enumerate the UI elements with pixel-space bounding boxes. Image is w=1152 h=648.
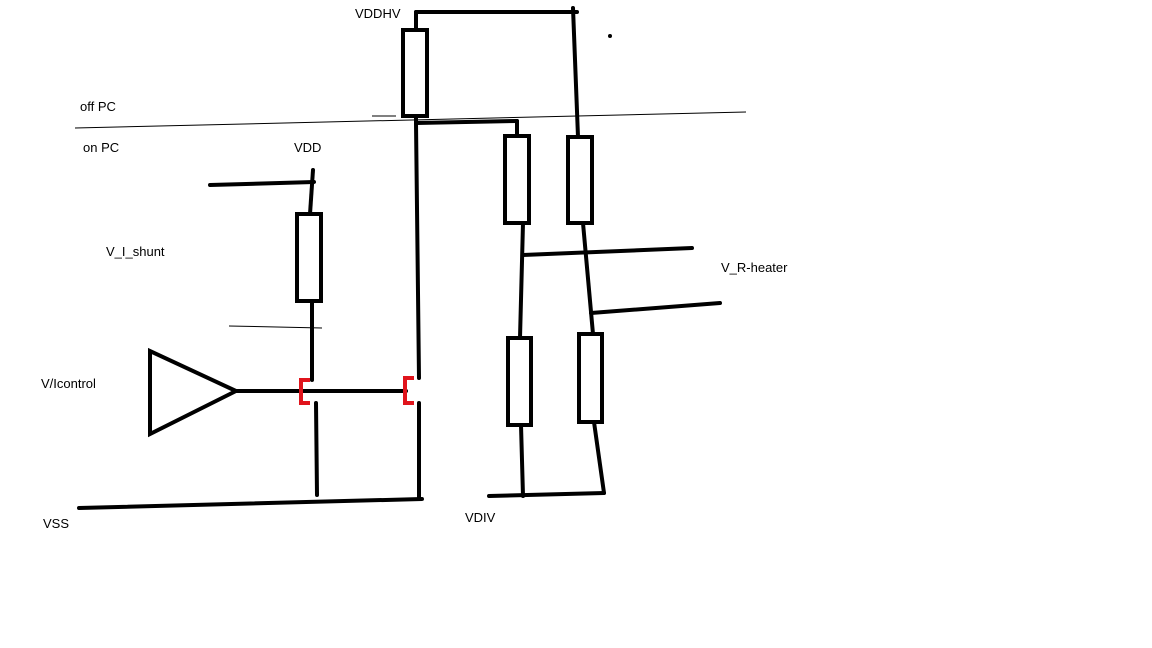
vdiv-tap	[521, 246, 694, 257]
divider-left-lower-resistor	[506, 336, 533, 427]
v-r-heater-tap	[589, 301, 722, 315]
divider-right-lower-resistor	[577, 332, 604, 424]
vdd-wire	[208, 180, 316, 187]
label-v-i-shunt: V_I_shunt	[106, 244, 165, 259]
divider-right-mid-wire	[581, 221, 595, 336]
vss-rail	[77, 497, 424, 510]
label-vss: VSS	[43, 516, 70, 531]
label-vddhv: VDDHV	[355, 6, 401, 21]
label-off-pc: off PC	[80, 99, 116, 114]
vdd-drop	[308, 168, 315, 216]
left-transistor	[299, 378, 310, 405]
shunt-resistor	[295, 212, 323, 303]
divider-left-bottom-wire	[519, 423, 525, 498]
stray-dot	[608, 34, 612, 38]
divider-right-upper-resistor	[566, 135, 594, 225]
vddhv-resistor	[401, 28, 429, 118]
vdiv-rail	[487, 491, 606, 498]
divider-left-upper-resistor	[503, 134, 531, 225]
divider-top-wire	[414, 119, 519, 125]
divider-right-bottom-wire	[592, 420, 606, 495]
opamp-triangle	[148, 347, 241, 438]
pc-boundary-line	[74, 111, 747, 129]
right-transistor	[403, 376, 414, 405]
label-v-icontrol: V/Icontrol	[41, 376, 96, 391]
shunt-measure-line	[228, 325, 323, 329]
hv-main-wire	[414, 121, 421, 380]
right-branch-top-wire	[571, 6, 580, 139]
label-vdd: VDD	[294, 140, 322, 155]
left-fet-source-wire	[314, 401, 319, 497]
label-vdiv: VDIV	[465, 510, 496, 525]
label-on-pc: on PC	[83, 140, 120, 155]
label-v-r-heater: V_R-heater	[721, 260, 788, 275]
divider-left-mid-wire	[518, 221, 525, 340]
